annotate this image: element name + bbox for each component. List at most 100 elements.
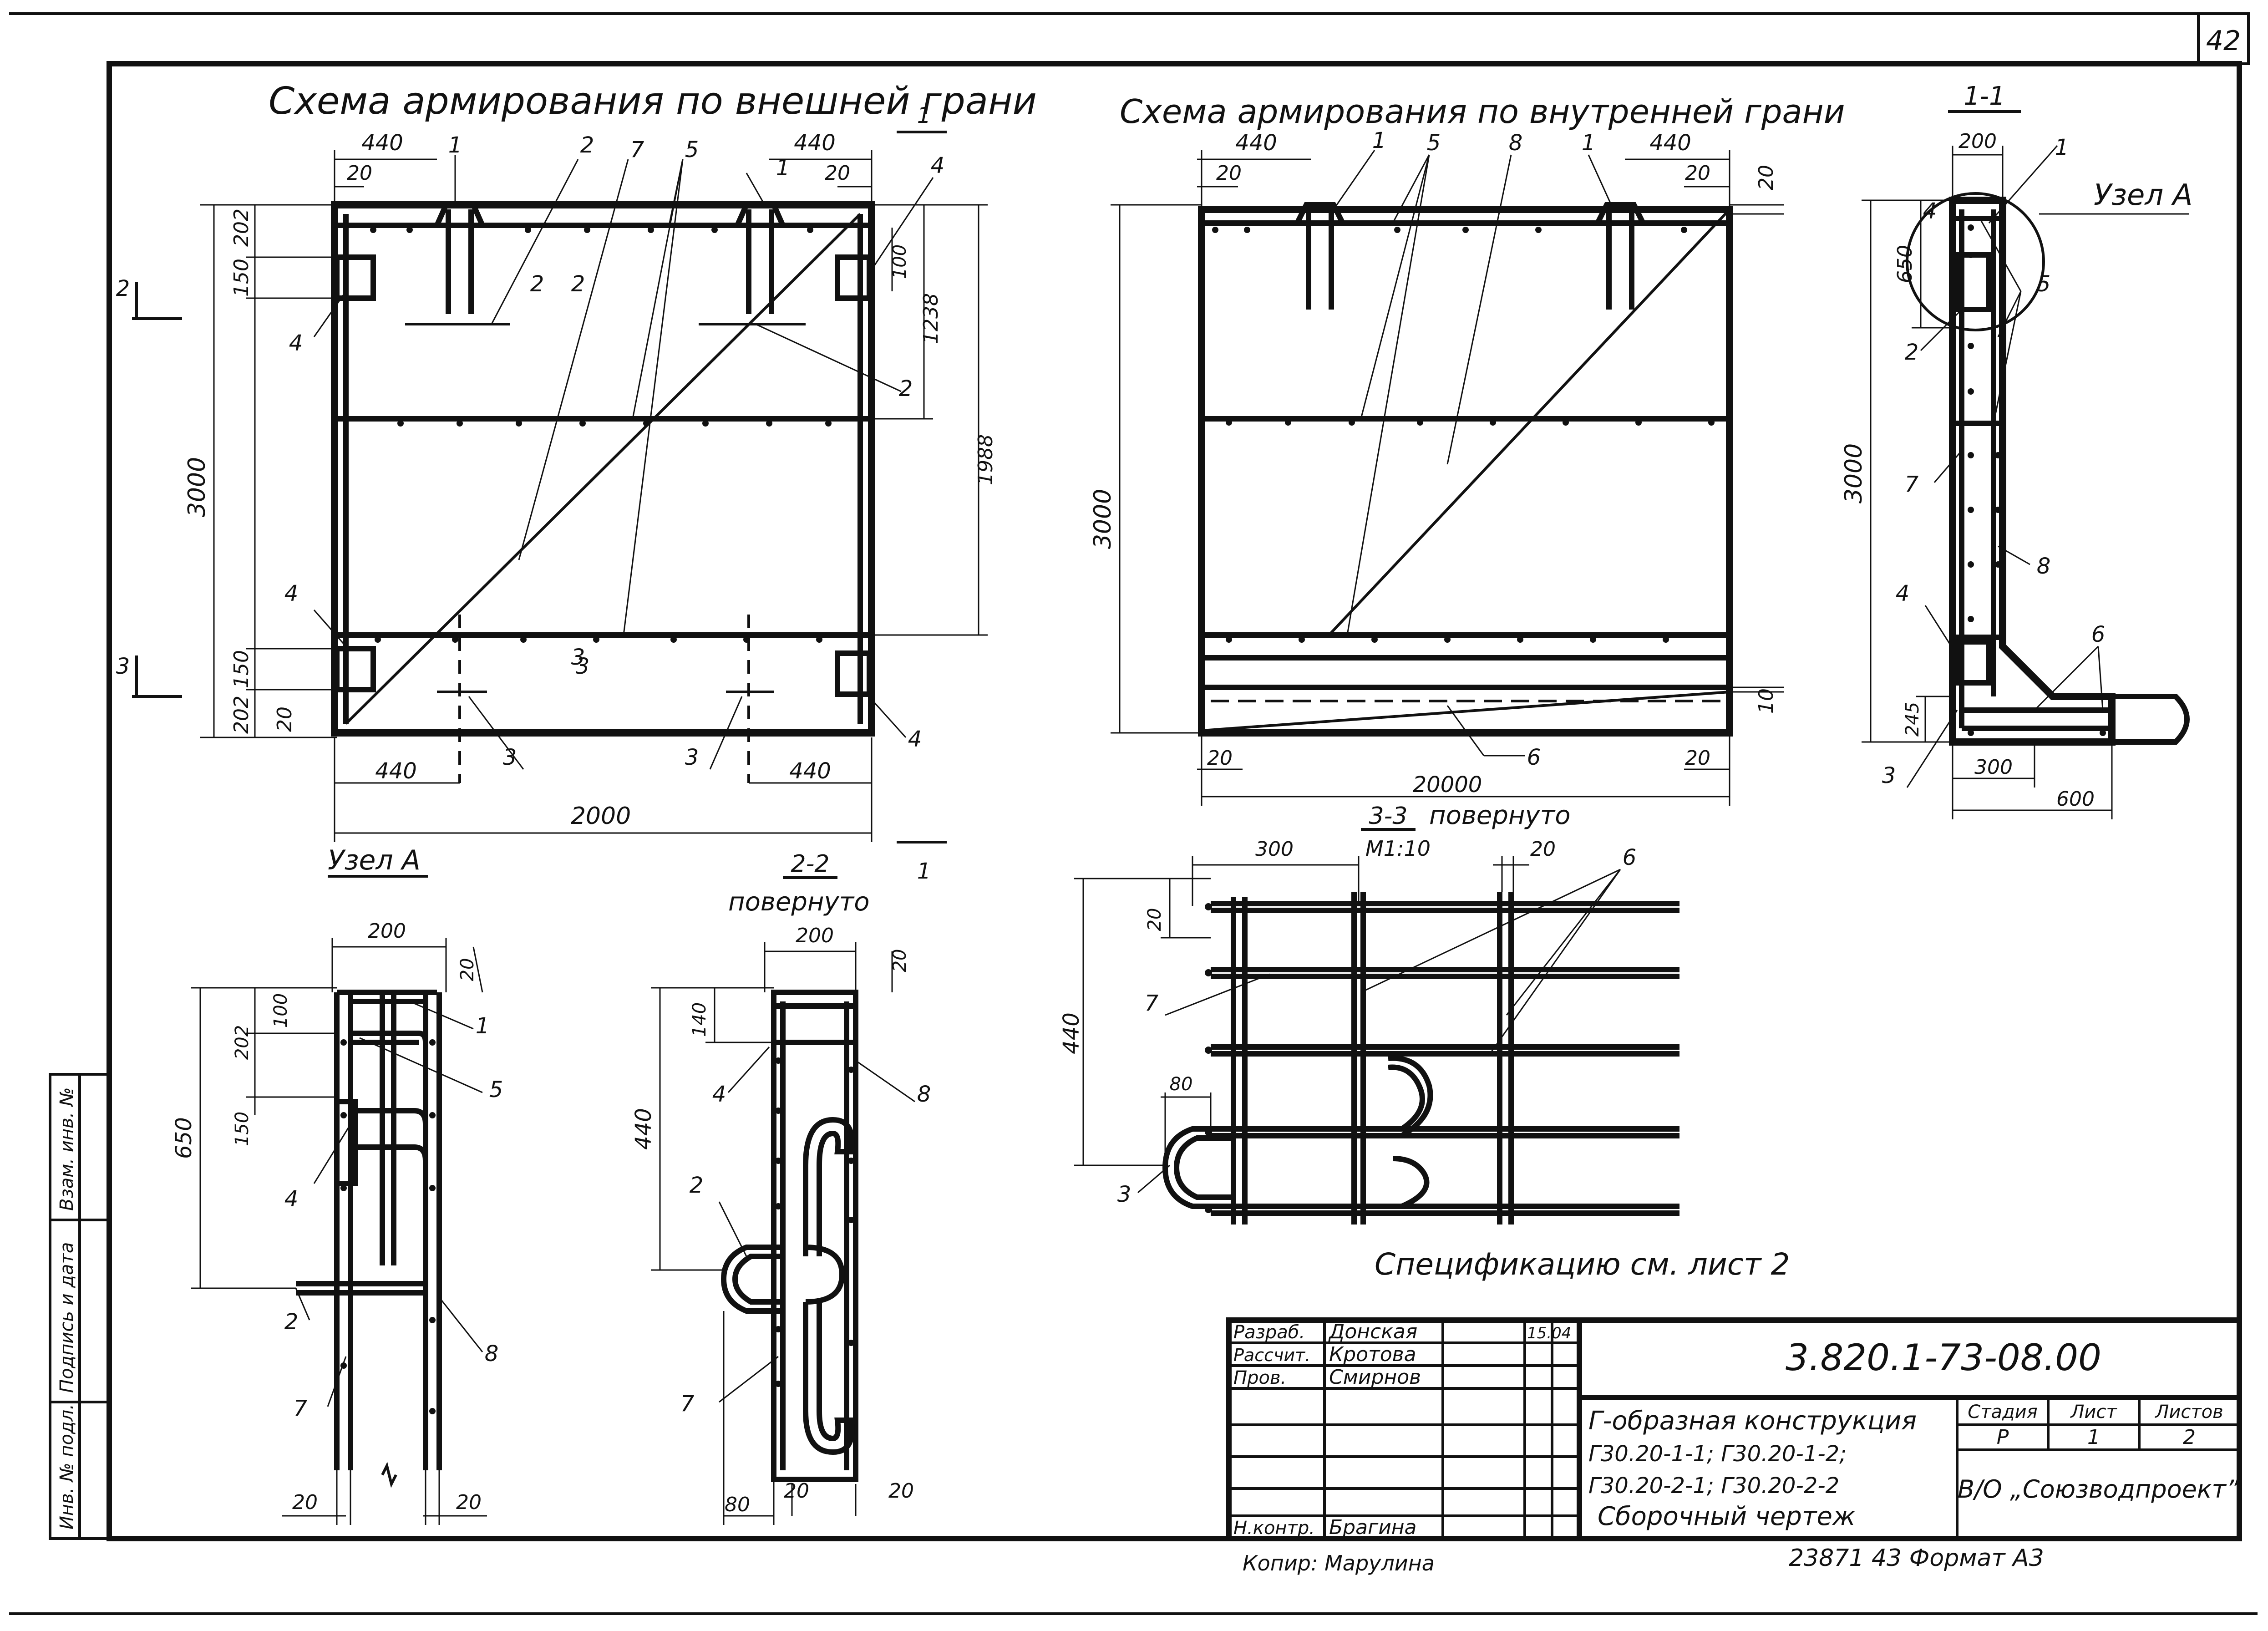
tb-role-1: Рассчит.	[1233, 1345, 1310, 1365]
inner-dim-height: 3000	[1089, 489, 1116, 549]
outer-callout-4a: 4	[931, 153, 945, 178]
section33-dim-440: 440	[1059, 1012, 1084, 1054]
section33-callout-6: 6	[1623, 845, 1637, 870]
nodeA-callout-1: 1	[476, 1013, 490, 1039]
tb-sheet: 1	[2087, 1426, 2100, 1449]
tb-title-line-1: Г30.20-1-1; Г30.20-1-2;	[1588, 1441, 1847, 1467]
outer-callout-3c: 3	[685, 745, 699, 770]
inner-dim-top-right: 440	[1649, 130, 1691, 156]
section22-callout-2: 2	[690, 1173, 704, 1198]
copier-note: Копир: Марулина	[1243, 1551, 1435, 1575]
inner-dim-top-left: 440	[1235, 130, 1277, 156]
inner-dim-10: 10	[1755, 688, 1778, 714]
stamp-cell-sign: Подпись и дата	[56, 1242, 77, 1393]
nodeA-dim-bot-20b: 20	[456, 1491, 482, 1514]
bottom-numbers: 23871 43 Формат А3	[1789, 1545, 2044, 1572]
section11-dim-300: 300	[1974, 756, 2013, 779]
nodeA-callout-2: 2	[284, 1309, 299, 1335]
outer-dim-150b: 150	[230, 650, 253, 688]
outer-section-3-left: 3	[116, 654, 130, 679]
outer-callout-3b: 3	[503, 745, 517, 770]
title-block: Разраб. Донская 15.04 Рассчит. Кротова П…	[1226, 1317, 2242, 1541]
nodeA-dim-100: 100	[270, 993, 291, 1028]
section22-dim-440: 440	[631, 1108, 656, 1150]
section-3-3: 3-3 повернуто М1:10	[1059, 801, 1679, 1225]
section33-scale: М1:10	[1365, 836, 1431, 861]
section22-dim-140: 140	[689, 1002, 710, 1037]
outer-callout-2a: 2	[580, 132, 594, 158]
outer-callout-4c: 4	[284, 581, 299, 606]
outer-dim-202b: 202	[230, 696, 253, 734]
nodeA-callout-4: 4	[284, 1186, 299, 1212]
outer-dim-20: 20	[273, 706, 296, 732]
tb-name-1: Кротова	[1329, 1343, 1416, 1366]
section33-dim-300: 300	[1255, 838, 1294, 861]
section33-dim-20b: 20	[1144, 908, 1165, 931]
section11-title: 1-1	[1964, 81, 2005, 111]
section11-callout-5: 5	[2037, 271, 2051, 297]
nodeA-callout-7: 7	[294, 1396, 308, 1421]
section22-callout-4: 4	[712, 1082, 726, 1107]
outer-dim-top-right: 440	[794, 130, 836, 156]
section11-callout-4b: 4	[1896, 581, 1910, 606]
section22-subtitle: повернуто	[728, 887, 870, 917]
tb-title-line-0: Г-образная конструкция	[1588, 1406, 1917, 1436]
inner-dim-width: 20000	[1413, 772, 1482, 798]
tb-role-2: Пров.	[1233, 1367, 1286, 1388]
nodeA-title: Узел А	[328, 844, 421, 876]
inner-dim-20a: 20	[1216, 162, 1242, 185]
section22-title: 2-2	[791, 850, 830, 878]
section33-dim-80: 80	[1170, 1074, 1193, 1095]
section11-dim-200: 200	[1958, 130, 1997, 153]
outer-callout-1a: 1	[448, 132, 462, 158]
outer-callout-4b: 4	[289, 330, 303, 356]
section22-dim-bot-20a: 20	[784, 1479, 809, 1503]
stamp-cell-inv: Инв. № подл.	[56, 1404, 77, 1529]
outer-face-view: Схема армирования по внешней грани	[116, 80, 1037, 884]
tb-role-6: Н.контр.	[1233, 1518, 1315, 1539]
tb-title-line-3: Сборочный чертеж	[1598, 1502, 1855, 1531]
outer-callout-3a: 3	[571, 645, 585, 670]
inner-dim-bot-20a: 20	[1207, 747, 1233, 770]
sheet-frame: 42	[9, 12, 2258, 1615]
outer-section-1-bottom: 1	[917, 859, 931, 884]
section11-node-label: Узел А	[2094, 178, 2192, 212]
outer-section-2-inner: 2	[530, 271, 544, 297]
inner-dim-bot-20b: 20	[1685, 747, 1710, 770]
inner-dim-20b: 20	[1685, 162, 1710, 185]
section11-dim-245: 245	[1902, 702, 1923, 737]
outer-dim-top-20b: 20	[825, 162, 850, 185]
nodeA-callout-8: 8	[485, 1341, 499, 1367]
section11-callout-7: 7	[1905, 472, 1919, 497]
tb-name-0: Донская	[1328, 1320, 1417, 1343]
side-stamp: Инв. № подл. Подпись и дата Взам. инв. №	[49, 1073, 111, 1540]
tb-date-0: 15.04	[1527, 1324, 1571, 1342]
tb-org: В/О „Союзводпроект”	[1958, 1475, 2239, 1504]
node-a-detail: Узел А 200 20	[171, 844, 503, 1525]
outer-dim-100: 100	[889, 244, 910, 279]
section11-callout-3: 3	[1882, 763, 1896, 788]
inner-callout-1b: 1	[1582, 130, 1596, 156]
section22-dim-80: 80	[725, 1493, 750, 1516]
nodeA-dim-150: 150	[232, 1112, 253, 1146]
section33-callout-3: 3	[1117, 1182, 1131, 1207]
tb-title-line-2: Г30.20-2-1; Г30.20-2-2	[1588, 1473, 1839, 1499]
section11-dim-600: 600	[2056, 788, 2095, 811]
outer-callout-1b: 1	[776, 155, 790, 181]
section11-callout-1: 1	[2055, 135, 2069, 160]
outer-section-2-left: 2	[116, 276, 130, 301]
outer-dim-top-left: 440	[361, 130, 403, 156]
section33-title: 3-3	[1369, 803, 1408, 830]
tb-stage: Р	[1997, 1426, 2009, 1449]
nodeA-dim-202: 202	[232, 1025, 253, 1060]
inner-callout-5: 5	[1427, 130, 1441, 156]
outer-dim-top-20a: 20	[347, 162, 372, 185]
stamp-cell-replace: Взам. инв. №	[56, 1087, 77, 1211]
inner-callout-1a: 1	[1372, 128, 1386, 153]
inner-callout-8: 8	[1509, 130, 1523, 156]
outer-dim-202: 202	[230, 208, 253, 247]
outer-view-title: Схема армирования по внешней грани	[269, 80, 1037, 123]
nodeA-dim-650: 650	[171, 1117, 197, 1159]
section33-subtitle: повернуто	[1429, 801, 1571, 830]
nodeA-callout-5: 5	[489, 1077, 503, 1103]
